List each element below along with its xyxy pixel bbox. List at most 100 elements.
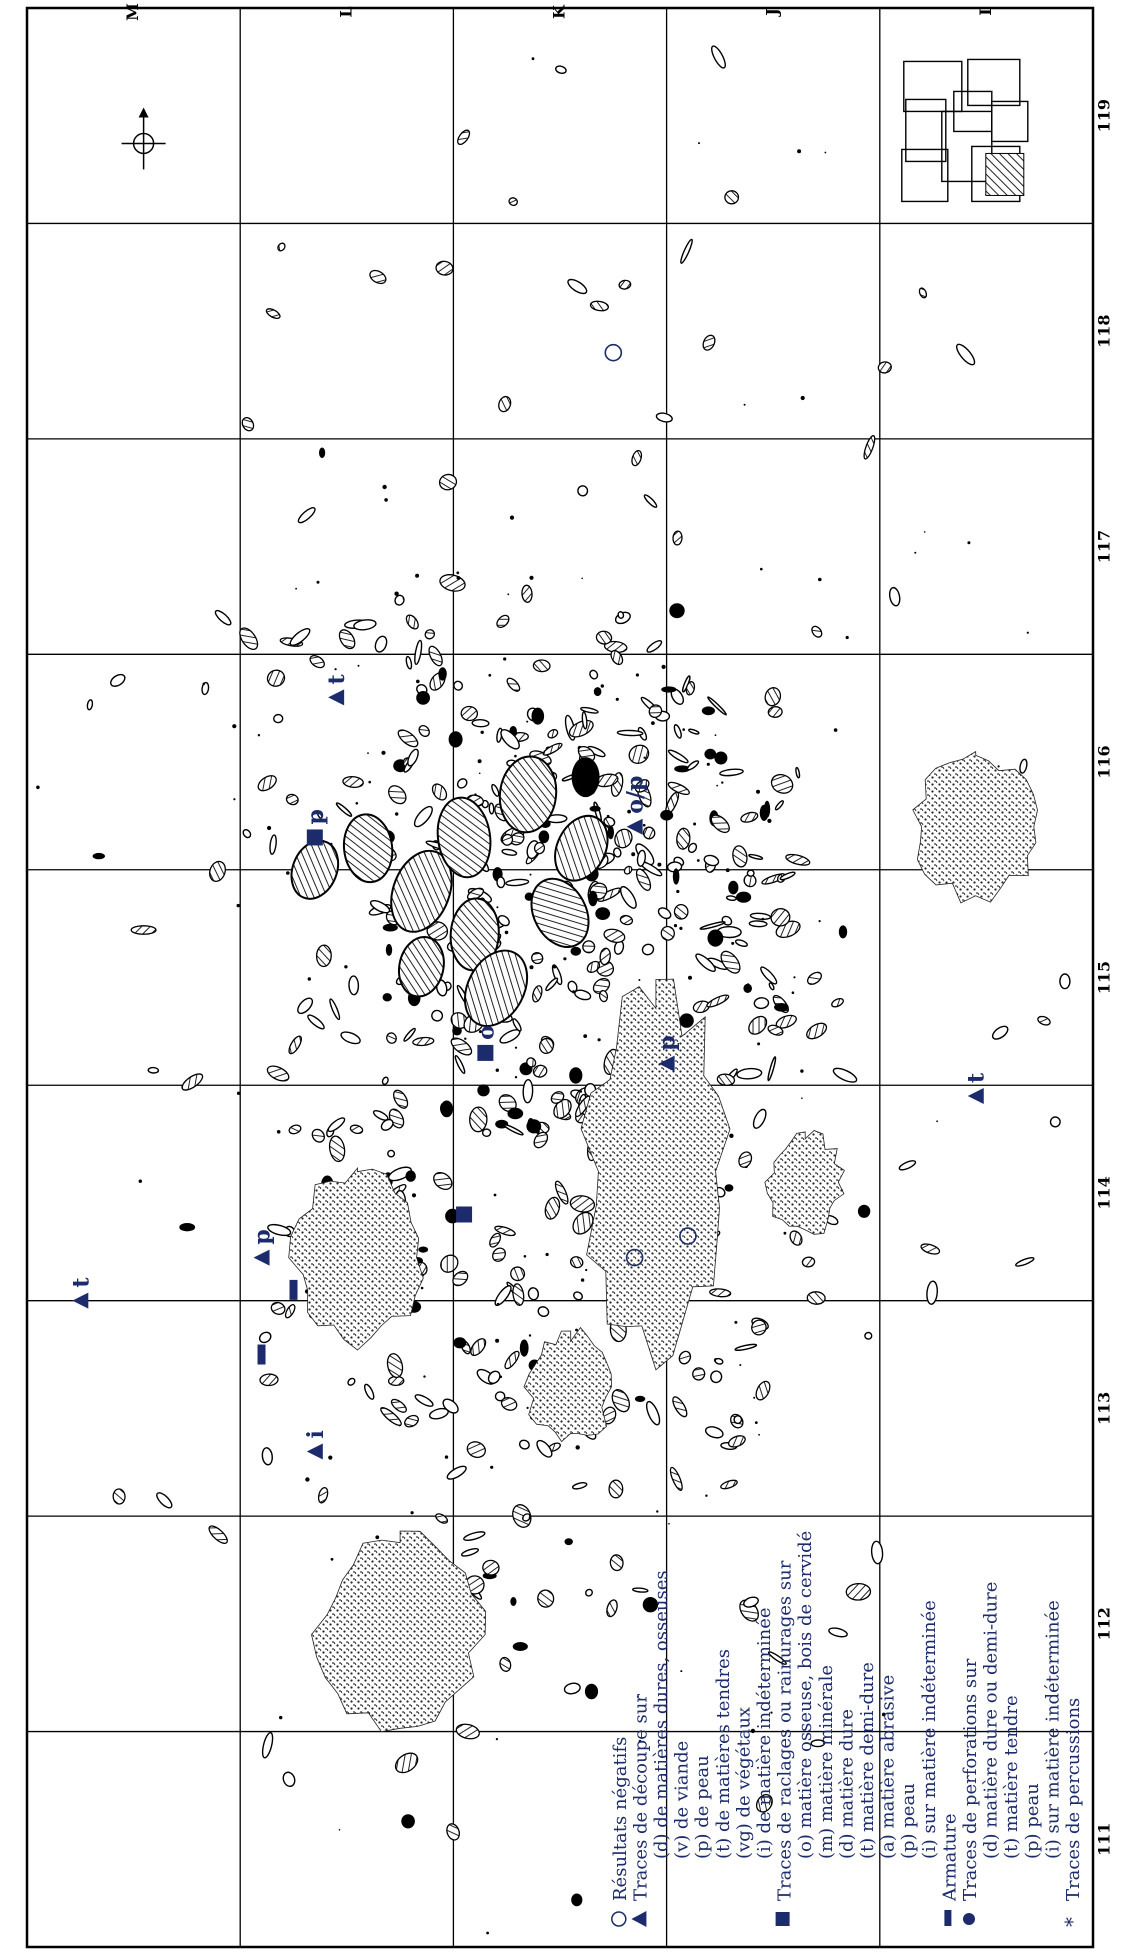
flint-piece <box>667 749 689 764</box>
chip <box>638 1739 642 1743</box>
legend-text: (i) de matière indéterminée <box>754 1607 775 1859</box>
chip <box>488 673 492 677</box>
symbol-label: t <box>68 1277 94 1288</box>
chip <box>531 57 535 61</box>
flint-piece <box>348 975 360 996</box>
dark-stone <box>704 748 717 760</box>
hatched-stone <box>702 334 716 351</box>
symbol-triangle: i <box>303 1430 329 1460</box>
legend-item: Traces de perforations sur <box>960 1658 981 1925</box>
hatched-stone <box>386 1032 397 1044</box>
chip <box>410 1511 414 1515</box>
hatched-stone <box>918 287 928 299</box>
hatched-stone <box>439 574 466 592</box>
hatched-stone <box>619 914 634 926</box>
chip <box>257 733 261 737</box>
legend-text: (d) matière dure ou demi-dure <box>981 1582 1002 1859</box>
flint-piece <box>289 628 311 646</box>
hatched-stone <box>446 1823 460 1841</box>
chip <box>330 1557 334 1561</box>
hatched-stone <box>130 925 157 935</box>
square-symbol <box>477 1044 494 1061</box>
triangle-marker <box>631 1911 647 1927</box>
dark-stone <box>714 751 728 765</box>
symbol-bar <box>257 1344 266 1365</box>
hatched-stone <box>764 687 782 707</box>
chip <box>477 759 482 764</box>
flint-piece <box>581 711 588 730</box>
hatched-stone <box>740 811 759 823</box>
flint-piece <box>463 1531 486 1542</box>
flint-piece <box>512 1018 522 1032</box>
flint-piece <box>710 1370 723 1384</box>
dark-stone <box>838 925 848 939</box>
hatched-stone <box>618 279 632 290</box>
chip <box>705 1494 708 1497</box>
chip <box>529 965 534 970</box>
legend-item: (p) de peau <box>692 1755 713 1859</box>
chip <box>381 750 386 755</box>
flint-piece <box>898 1160 917 1171</box>
flint-piece <box>269 834 277 855</box>
hatched-stone <box>397 729 419 748</box>
bar-marker <box>944 1910 952 1926</box>
legend-item: (i) sur matière indéterminée <box>919 1600 940 1859</box>
symbol-label: i <box>303 1430 329 1438</box>
flint-piece <box>746 869 755 877</box>
symbol-label: p <box>655 1035 681 1050</box>
column-label: 112 <box>1095 1607 1114 1640</box>
chip <box>402 597 405 600</box>
dark-stone <box>448 731 463 748</box>
chip <box>631 852 636 857</box>
flint-piece <box>704 1426 724 1439</box>
flint-piece <box>487 1370 501 1385</box>
hatched-stone <box>266 1065 290 1082</box>
flint-piece <box>453 680 464 691</box>
legend-item: (p) peau <box>898 1783 919 1859</box>
chip <box>767 818 772 823</box>
hatched-stone <box>500 1396 518 1411</box>
flint-piece <box>297 507 316 524</box>
hatched-stone <box>648 704 663 719</box>
inset-square <box>903 60 963 113</box>
legend-text: (t) matière demi-dure <box>857 1662 878 1859</box>
flint-piece <box>381 1076 389 1086</box>
flint-piece <box>500 729 520 750</box>
chip <box>682 728 686 731</box>
flint-piece <box>655 412 673 423</box>
asterisk-marker: * <box>1060 1917 1084 1927</box>
hatched-slab <box>390 849 453 933</box>
chip <box>375 1535 380 1540</box>
legend-item: *Traces de percussions <box>1060 1698 1084 1927</box>
symbol-bar <box>289 1279 298 1300</box>
hearth-patch <box>580 978 731 1371</box>
chip <box>552 964 557 969</box>
flint-piece <box>446 1465 467 1480</box>
chip <box>824 151 827 154</box>
flint-piece <box>714 1357 724 1365</box>
dark-stone <box>584 1683 599 1700</box>
column-label: 118 <box>1095 314 1114 347</box>
flint-piece <box>242 828 252 839</box>
hatched-stone <box>285 793 299 806</box>
hatched-stone <box>789 1230 803 1246</box>
triangle-symbol <box>658 1055 675 1072</box>
hatched-slab <box>398 936 445 998</box>
hatched-stone <box>521 584 533 603</box>
dark-stone <box>569 1067 583 1084</box>
dark-stone <box>672 868 680 885</box>
chip <box>526 720 529 723</box>
flint-piece <box>748 853 764 860</box>
flint-piece <box>374 635 388 653</box>
hatched-stone <box>635 868 652 891</box>
hatched-stone <box>569 1195 596 1213</box>
column-label: 115 <box>1095 961 1114 994</box>
hatched-stone <box>428 645 443 667</box>
flint-piece <box>711 45 726 69</box>
hatched-slab <box>436 796 492 879</box>
hatched-stone <box>393 1089 409 1109</box>
flint-piece <box>261 1447 273 1466</box>
inset-square <box>991 100 1029 143</box>
hatched-stone <box>706 994 730 1008</box>
